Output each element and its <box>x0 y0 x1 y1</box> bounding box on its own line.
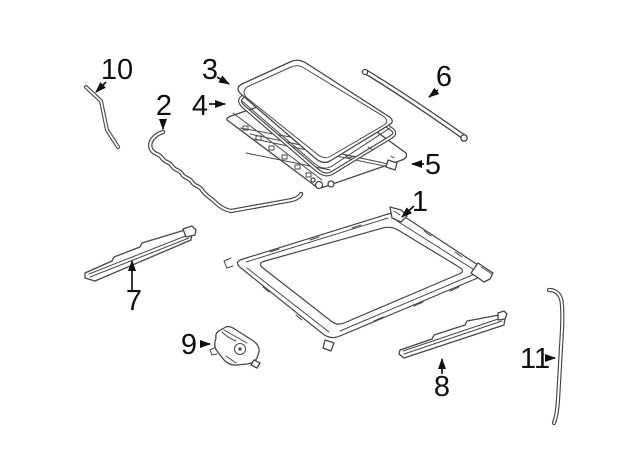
frame-track-lines <box>245 217 478 333</box>
rail8-grooves <box>402 317 503 355</box>
callout-10-number[interactable]: 10 <box>101 54 133 86</box>
sunshade-latch-tab <box>390 155 395 159</box>
motor-body <box>214 325 260 366</box>
sunshade-roller-3 <box>310 177 316 183</box>
callout-8-number[interactable]: 8 <box>434 371 450 403</box>
motor-housing-lines <box>221 329 248 364</box>
sunshade-roller-2 <box>327 180 335 188</box>
sunshade-latch <box>385 159 398 171</box>
callout-2-number[interactable]: 2 <box>156 90 172 122</box>
callout-6-arrow <box>428 87 440 98</box>
part-10-drain-rod <box>84 85 120 149</box>
part-1-sunroof-frame <box>223 206 494 352</box>
frame-detail-marks <box>262 224 463 322</box>
frame-left-tab <box>223 257 234 269</box>
part-7-left-rail <box>84 225 197 282</box>
rail6-core <box>364 70 466 139</box>
sunshade-clips <box>242 125 312 178</box>
part-3-glass-panel <box>237 59 393 169</box>
part-9-motor <box>209 325 261 369</box>
callout-numbers: 1 2 3 4 5 6 7 8 9 10 11 <box>101 54 550 403</box>
glass-outline <box>237 59 393 164</box>
rail8-end-bracket <box>497 310 508 321</box>
callout-leaders <box>95 75 556 374</box>
trim-core <box>149 131 302 212</box>
callout-10-arrow <box>95 81 107 93</box>
glass-edge-notches <box>344 146 374 159</box>
callout-3-number[interactable]: 3 <box>202 54 218 86</box>
callout-3-arrow <box>216 75 230 85</box>
rail6-end-cap-right <box>460 134 468 142</box>
frame-opening-edge <box>259 226 464 325</box>
part-6-drip-rail <box>361 68 468 142</box>
part-11-drain-hose <box>546 287 565 426</box>
rod-core <box>85 86 119 148</box>
callout-1-arrow <box>401 205 415 218</box>
callout-4-number[interactable]: 4 <box>192 90 208 122</box>
callout-9-number[interactable]: 9 <box>181 329 197 361</box>
glass-thickness-edge <box>241 100 391 169</box>
rail6-end-cap-left <box>361 68 369 76</box>
frame-right-bracket-line <box>480 266 493 275</box>
rail8-body <box>398 314 506 359</box>
motor-foot-left <box>209 347 218 356</box>
rail-end-bracket <box>182 225 197 238</box>
frame-outer-edge <box>236 212 486 339</box>
sunshade-roller-1 <box>314 180 324 190</box>
frame-right-bracket <box>470 262 494 283</box>
glass-inner-edge <box>243 65 388 159</box>
callout-1-number[interactable]: 1 <box>412 186 428 218</box>
rail-body <box>84 229 193 282</box>
callout-6-number[interactable]: 6 <box>436 61 452 93</box>
motor-foot-right <box>250 359 261 369</box>
callout-5-number[interactable]: 5 <box>425 149 441 181</box>
motor-gear-center <box>238 347 242 351</box>
part-8-right-rail <box>398 310 508 359</box>
callout-11-number[interactable]: 11 <box>520 343 550 375</box>
motor-gear <box>234 343 246 355</box>
rail-grooves <box>88 234 190 278</box>
part-2-trim-strip <box>148 129 304 214</box>
sunshade-side-band <box>232 112 323 181</box>
hose-core <box>548 289 564 424</box>
frame-bottom-tab <box>322 339 335 352</box>
callout-7-number[interactable]: 7 <box>126 285 142 317</box>
frame-front-bracket-line <box>393 210 401 216</box>
rail6-groove <box>365 73 464 140</box>
